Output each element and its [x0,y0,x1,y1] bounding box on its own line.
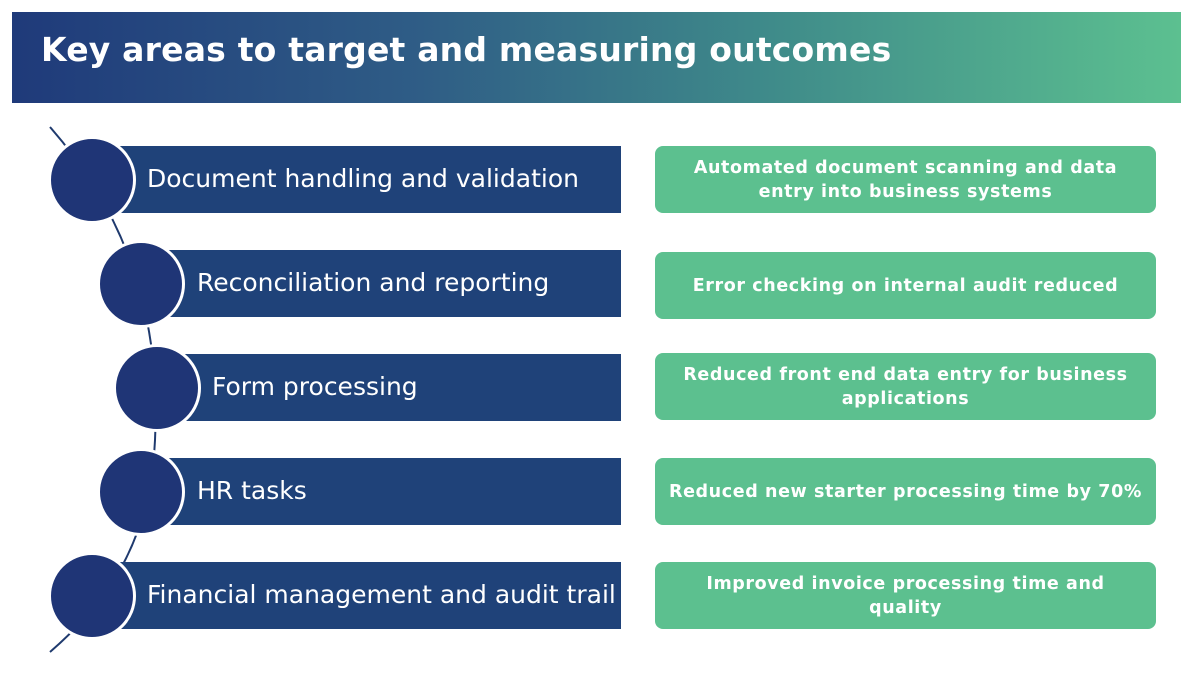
title-banner [12,12,1181,103]
area-circle-5 [48,552,136,640]
outcome-box-hr-tasks: Reduced new starter processing time by 7… [655,458,1156,525]
area-circle-1 [48,136,136,224]
outcome-box-financial-management: Improved invoice processing time and qua… [655,562,1156,629]
area-circle-3 [113,344,201,432]
page-title: Key areas to target and measuring outcom… [41,30,892,69]
area-label-form-processing: Form processing [212,372,418,401]
area-bar-form-processing [157,354,621,421]
outcome-box-document-handling: Automated document scanning and data ent… [655,146,1156,213]
area-label-financial-management: Financial management and audit trail [147,580,616,609]
outcome-box-form-processing: Reduced front end data entry for busines… [655,353,1156,420]
area-bar-reconciliation [141,250,621,317]
area-label-hr-tasks: HR tasks [197,476,307,505]
area-circle-4 [97,448,185,536]
area-label-document-handling: Document handling and validation [147,164,579,193]
outcome-box-reconciliation: Error checking on internal audit reduced [655,252,1156,319]
area-bar-hr-tasks [141,458,621,525]
area-bar-financial-management [92,562,621,629]
area-circle-2 [97,240,185,328]
area-bar-document-handling [92,146,621,213]
area-label-reconciliation: Reconciliation and reporting [197,268,550,297]
